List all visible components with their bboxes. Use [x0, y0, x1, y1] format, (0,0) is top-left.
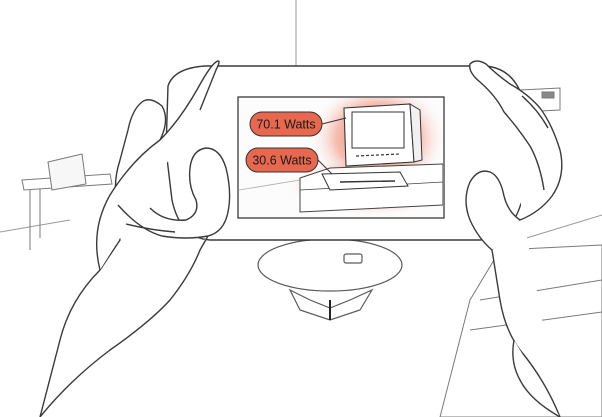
readout-label-vcr: 30.6 Watts [252, 154, 311, 168]
coffee-table [258, 239, 402, 320]
readout-label-tv: 70.1 Watts [256, 118, 315, 132]
tv-in-screen [344, 104, 422, 166]
